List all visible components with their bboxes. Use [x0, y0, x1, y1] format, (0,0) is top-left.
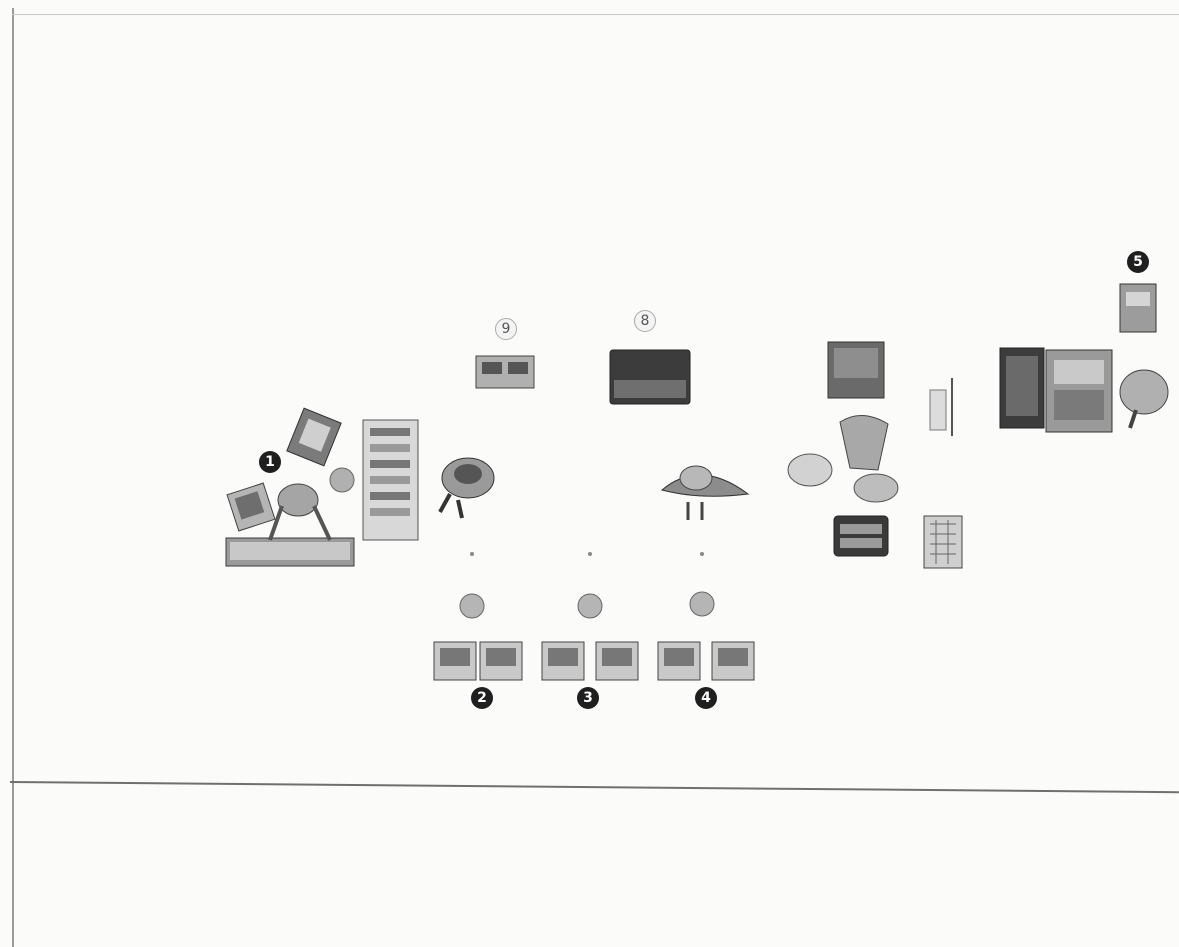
robot-arm-icon	[438, 457, 495, 519]
cell-1-group	[225, 407, 419, 567]
workstation-icon	[657, 641, 701, 681]
marker-3-badge: 3	[577, 687, 599, 709]
cabinet-icon	[475, 355, 535, 389]
crate-icon	[923, 515, 963, 569]
rack-icon	[929, 389, 947, 431]
robot-arm-icon	[1119, 369, 1169, 429]
workstation-icon	[595, 641, 639, 681]
marker-2-badge: 2	[471, 687, 493, 709]
ball-icon	[689, 591, 715, 617]
workstation-icon	[433, 641, 477, 681]
marker-9-badge: 9	[495, 318, 517, 340]
point-icon	[470, 552, 474, 556]
cabinet-icon	[609, 349, 691, 405]
ball-icon	[459, 593, 485, 619]
marker-4-badge: 4	[695, 687, 717, 709]
workstation-icon	[541, 641, 585, 681]
left-frame-line	[12, 8, 14, 947]
tray-icon	[853, 473, 899, 503]
top-frame-line	[12, 14, 1179, 15]
point-icon	[700, 552, 704, 556]
conveyor-icon	[833, 515, 889, 557]
rack-icon	[362, 419, 419, 541]
robot-arm-icon	[660, 465, 750, 520]
storage-bin-icon	[999, 347, 1045, 429]
workstation-icon	[1119, 283, 1157, 333]
marker-1-badge: 1	[259, 451, 281, 473]
workstation-icon	[711, 641, 755, 681]
storage-bin-icon	[286, 407, 342, 467]
cabinet-icon	[827, 341, 885, 399]
cabinet-icon	[1045, 349, 1113, 433]
robot-arm-icon	[839, 415, 889, 471]
robot-arm-icon	[268, 483, 332, 541]
ball-icon	[329, 467, 355, 493]
tray-icon	[787, 453, 833, 487]
marker-8-badge: 8	[634, 310, 656, 332]
ball-icon	[577, 593, 603, 619]
workstation-icon	[479, 641, 523, 681]
workstation-icon	[226, 482, 276, 532]
point-icon	[588, 552, 592, 556]
marker-5-badge: 5	[1127, 251, 1149, 273]
